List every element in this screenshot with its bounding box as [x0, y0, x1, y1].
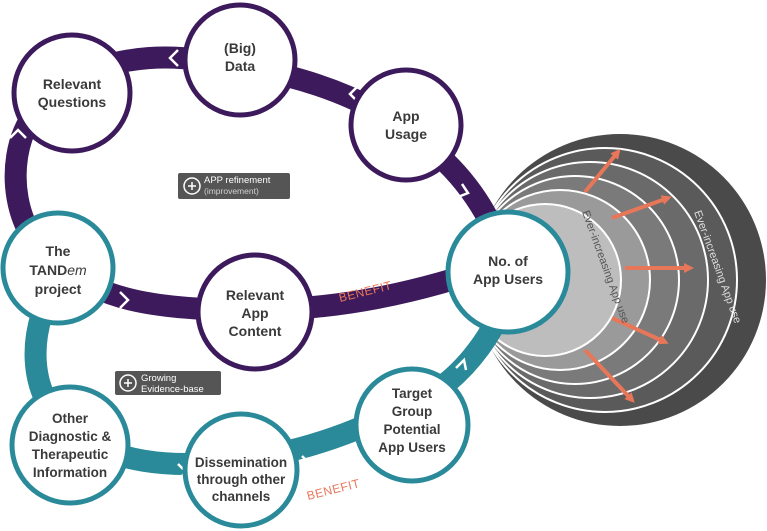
growth-arrow: [611, 195, 672, 220]
plus-circle-icon: [119, 374, 137, 392]
growing-evidence-label: Growing Evidence-base: [115, 371, 221, 395]
chevron-left-icon: [168, 49, 179, 67]
svg-text:Information: Information: [33, 465, 107, 480]
node-relevant-questions: Relevant Questions: [11, 32, 133, 154]
svg-text:Other: Other: [52, 411, 89, 426]
node-no-of-app-users: No. of App Users: [445, 209, 571, 335]
svg-text:Diagnostic &: Diagnostic &: [29, 429, 112, 444]
chevron-right-icon: [319, 317, 330, 335]
node-relevant-app-content: Relevant App Content: [195, 252, 315, 372]
svg-text:TANDem: TANDem: [29, 262, 87, 278]
svg-text:Target: Target: [392, 386, 433, 401]
svg-text:Relevant: Relevant: [43, 76, 102, 92]
svg-text:APP refinement: APP refinement: [204, 175, 271, 186]
svg-text:Potential: Potential: [383, 422, 440, 437]
chevron-down-icon: [9, 311, 27, 322]
svg-text:(improvement): (improvement): [204, 186, 259, 196]
growth-arrows: [583, 148, 694, 403]
svg-text:No. of: No. of: [488, 253, 528, 269]
growth-arrow: [611, 316, 669, 345]
svg-text:Questions: Questions: [38, 94, 107, 110]
svg-text:Group: Group: [392, 404, 433, 419]
svg-text:(Big): (Big): [224, 40, 256, 56]
svg-text:Growing: Growing: [141, 373, 176, 384]
benefit-label-bottom: BENEFIT: [305, 476, 361, 503]
chevron-right-icon: [119, 291, 130, 309]
node-dissemination: Dissemination through other channels: [182, 411, 300, 529]
svg-text:Content: Content: [229, 323, 282, 339]
app-refinement-label: APP refinement (improvement): [178, 173, 290, 199]
svg-text:channels: channels: [212, 489, 271, 504]
chevron-up-icon: [455, 357, 468, 371]
node-big-data: (Big) Data: [182, 2, 298, 118]
chevron-up-icon: [9, 128, 27, 139]
chevron-right-icon: [301, 455, 312, 473]
svg-text:Usage: Usage: [385, 126, 427, 142]
node-target-group: Target Group Potential App Users: [353, 366, 471, 484]
svg-text:through other: through other: [197, 472, 286, 487]
svg-text:App Users: App Users: [378, 440, 446, 455]
svg-text:Dissemination: Dissemination: [195, 455, 287, 470]
growth-arrow: [583, 348, 635, 403]
svg-text:Therapeutic: Therapeutic: [32, 447, 109, 462]
node-tandem-project: The TANDem project: [0, 210, 116, 326]
svg-text:Evidence-base: Evidence-base: [141, 384, 204, 395]
chevron-down-icon: [457, 183, 470, 199]
svg-text:App: App: [241, 305, 268, 321]
svg-text:App: App: [392, 108, 419, 124]
svg-text:The: The: [46, 243, 71, 259]
plus-circle-icon: [183, 177, 201, 195]
node-app-usage: App Usage: [348, 67, 464, 183]
svg-text:App Users: App Users: [473, 271, 543, 287]
growth-arrow: [583, 148, 621, 194]
svg-text:project: project: [35, 281, 82, 297]
svg-text:Relevant: Relevant: [226, 287, 285, 303]
svg-text:Data: Data: [225, 58, 256, 74]
node-other-info: Other Diagnostic & Therapeutic Informati…: [9, 384, 131, 506]
